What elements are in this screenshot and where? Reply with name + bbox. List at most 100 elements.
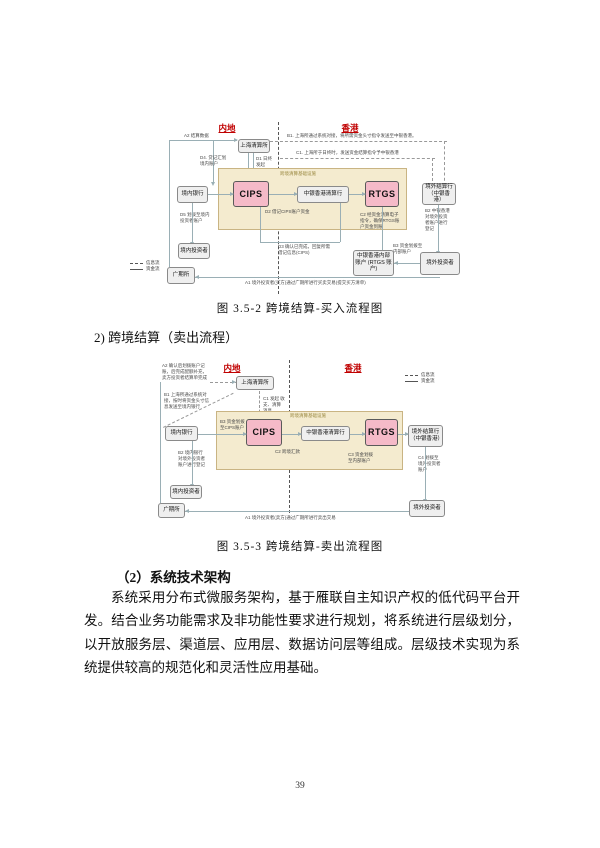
list-item-heading: 2) 跨境结算（卖出流程）	[94, 330, 239, 345]
flow-line	[398, 434, 408, 435]
node-rtgs: RTGS	[365, 419, 398, 446]
flow-line	[213, 140, 214, 183]
node-domestic-investor: 境内投资者	[170, 485, 202, 499]
step-label-b1: B1 上海所通过系统对接，按时将资金头寸信息发送至境内银行	[164, 392, 209, 410]
step-label-b2: B2 境内银行 对境外投资者 账户进行登记	[178, 450, 205, 468]
arrowhead	[195, 274, 199, 279]
node-gfex: 广期所	[167, 267, 195, 284]
arrowhead	[362, 431, 366, 436]
flow-line	[340, 203, 341, 242]
info-line-dashed	[432, 158, 433, 186]
step-label-c1: C1 发起 收支、清算 消息	[263, 396, 285, 413]
dashed-line-sample	[405, 374, 418, 376]
page-number: 39	[295, 781, 305, 791]
body-paragraph: 系统采用分布式微服务架构，基于雁联自主知识产权的低代码平台开发。结合业务功能需求…	[84, 590, 520, 676]
flow-line	[248, 153, 249, 181]
flow-line	[185, 511, 409, 512]
info-line-dashed	[270, 141, 447, 142]
figure-caption-sell: 图 3.5-3 跨境结算-卖出流程图	[216, 541, 384, 553]
node-shanghai-clearing: 上海清算所	[238, 139, 270, 153]
diagram-buy-flow: 内地 香港 A2 结算数据 B1. 上海所通过系统对接，将所需资金头寸指令发送至…	[120, 120, 540, 300]
flow-line	[438, 205, 439, 252]
info-line-dashed	[259, 391, 260, 422]
solid-line-sample	[130, 268, 143, 270]
step-label-b1: B1. 上海所通过系统对接，将所需资金头寸指令发送至中银香港。	[287, 133, 417, 138]
region-label-mainland: 内地	[223, 363, 241, 373]
flow-line	[169, 140, 237, 141]
step-label-c1: C1. 上海所于日终时，发送资金结算指令予中银香港	[296, 150, 399, 155]
diagram-sell-flow: 内地 香港 信息流 资金流 A2 确认后划拨账户记账，后完成配额补充，卖方投资者…	[120, 355, 540, 535]
flow-line	[253, 153, 254, 181]
flow-line	[269, 194, 297, 195]
flow-line	[169, 140, 170, 267]
info-line-dashed	[210, 382, 238, 383]
node-shanghai-clearing: 上海清算所	[236, 376, 274, 390]
flow-line	[349, 194, 365, 195]
step-label-a2: A2 确认后划拨账户记账，后完成配额补充，卖方投资者结算单完成	[162, 363, 207, 381]
arrowhead	[294, 191, 298, 196]
flow-line	[425, 447, 426, 500]
arrowhead	[210, 182, 215, 186]
flow-line	[260, 207, 261, 242]
arrowhead	[362, 191, 366, 196]
step-label-c3: C3 资金划拨至内部账户	[348, 452, 374, 464]
region-label-hongkong: 香港	[341, 123, 359, 133]
flow-line	[160, 382, 161, 503]
flow-line	[394, 263, 420, 264]
node-boc-hk-internal-account: 中银香港内部账户 (RTGS 账户)	[353, 250, 394, 276]
flow-legend: 信息流 资金流	[405, 372, 435, 384]
arrowhead	[185, 508, 189, 513]
node-gfex: 广期所	[158, 503, 185, 518]
node-cips: CIPS	[233, 181, 269, 207]
arrowhead	[234, 137, 238, 142]
step-label-c2: C2 跨境汇款	[275, 449, 301, 454]
section-heading: （2）系统技术架构	[116, 570, 231, 585]
arrowhead	[405, 431, 409, 436]
flow-line	[198, 434, 246, 435]
infrastructure-zone-title: 跨境清算基础设施	[290, 413, 326, 418]
flow-line	[208, 194, 233, 195]
solid-line-sample	[405, 380, 418, 382]
flow-legend: 信息流 资金流	[130, 260, 160, 272]
legend-label-info: 信息流	[421, 372, 435, 377]
flow-line	[195, 277, 440, 278]
node-domestic-bank: 境内银行	[177, 186, 208, 203]
node-offshore-settlement-bank: 境外结算行（中银香港）	[408, 425, 443, 447]
node-offshore-investor: 境外投资者	[409, 500, 445, 517]
step-label-c4: C4 划拨至境外投资者账户	[418, 455, 441, 473]
node-cips: CIPS	[246, 419, 282, 446]
flow-line	[350, 434, 365, 435]
info-line-dashed	[444, 141, 445, 186]
step-label-d4: D4. 贷记汇划境内账户	[200, 155, 227, 167]
node-domestic-bank: 境内银行	[165, 426, 198, 441]
legend-label-funds: 资金流	[146, 266, 160, 271]
node-offshore-settlement-bank: 境外结算行（中银香港）	[422, 183, 456, 205]
legend-label-funds: 资金流	[421, 378, 435, 383]
step-label-a1: A1 境外投资者(卖方)通过广期所进行卖出交易	[245, 515, 336, 520]
arrowhead	[230, 191, 234, 196]
flow-line	[282, 434, 301, 435]
infrastructure-zone-title: 跨境清算基础设施	[280, 171, 316, 176]
node-domestic-investor: 境内投资者	[178, 243, 210, 259]
step-label-b2: B2 中银香港对境外投资者账户进行登记	[425, 208, 450, 232]
region-label-mainland: 内地	[218, 123, 236, 133]
legend-label-info: 信息流	[146, 260, 160, 265]
node-rtgs: RTGS	[365, 181, 399, 207]
flow-line	[260, 242, 340, 243]
step-label-c2: C2 经资金清算电子指令，确保RTGS账户资金到账	[360, 212, 400, 230]
node-offshore-investor: 境外投资者	[420, 252, 460, 275]
arrowhead	[298, 431, 302, 436]
region-label-hongkong: 香港	[344, 363, 362, 373]
step-label-d2: D2 借记CIPS账户资金	[265, 209, 310, 214]
node-boc-hk-clearing: 中银香港清算行	[297, 186, 349, 203]
info-line-dashed	[280, 158, 435, 159]
figure-caption-buy: 图 3.5-2 跨境结算-买入流程图	[216, 303, 384, 315]
step-label-b3: B3 资金划拨至内部账户	[393, 243, 423, 255]
flow-line	[192, 203, 193, 243]
step-label-a2: A2 结算数据	[184, 133, 209, 138]
step-label-d5: D5 划拨至境内投资者账户	[180, 212, 210, 224]
dashed-line-sample	[130, 262, 143, 264]
step-label-b3: B3 资金划拨 至CIPS账户	[220, 419, 245, 431]
flow-line	[382, 207, 383, 250]
